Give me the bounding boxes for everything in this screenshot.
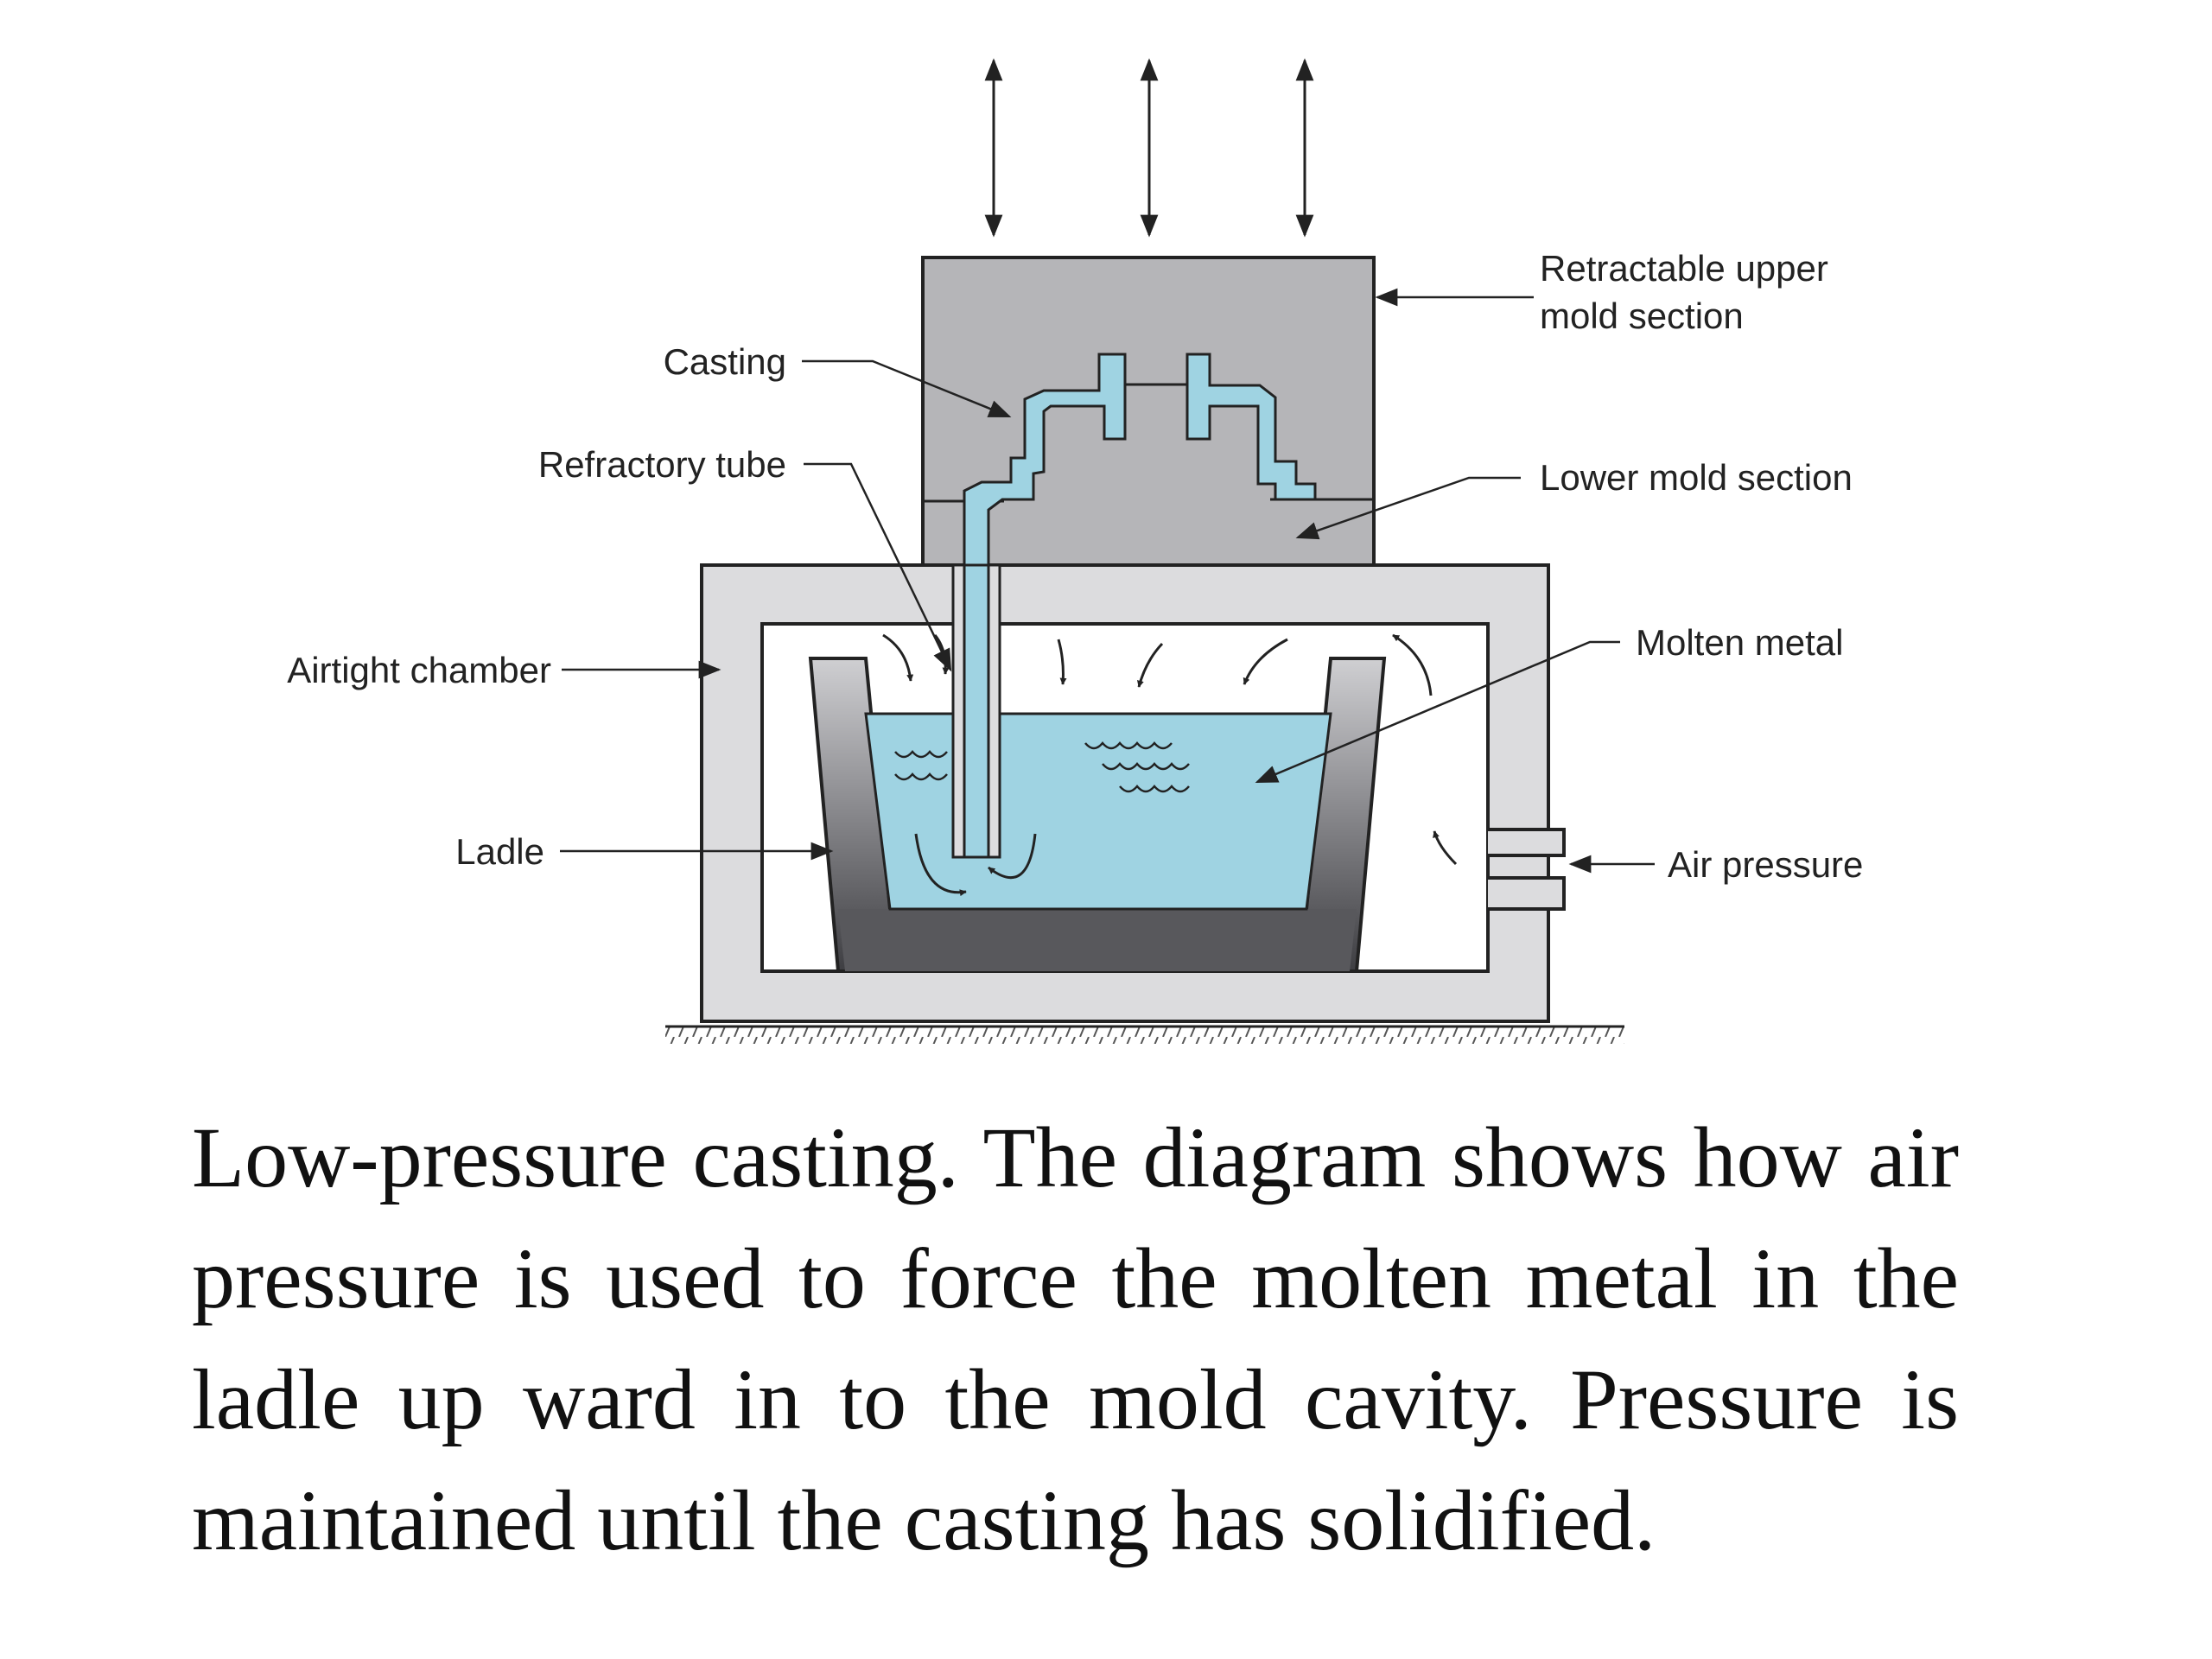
label-refractory-tube: Refractory tube [538, 444, 786, 485]
label-mold-section: mold section [1540, 296, 1744, 336]
label-airtight-chamber: Airtight chamber [287, 650, 551, 690]
metal-surface-ripples [894, 741, 1190, 793]
refractory-tube [951, 563, 1001, 859]
leader-lines [560, 288, 1655, 874]
lift-arrows [984, 58, 1314, 238]
label-molten-metal: Molten metal [1636, 622, 1843, 663]
air-flow-arrows [882, 633, 1433, 897]
air-pressure-inlet [1433, 828, 1566, 911]
mold [921, 256, 1376, 567]
ground [665, 1025, 1624, 1044]
diagram-labels: Retractable upper mold section Casting R… [287, 248, 1863, 885]
label-ladle: Ladle [455, 831, 544, 872]
molten-metal [864, 712, 1332, 911]
label-retractable-upper: Retractable upper [1540, 248, 1828, 289]
label-casting: Casting [664, 341, 786, 382]
casting [963, 353, 1317, 567]
label-lower-mold: Lower mold section [1540, 457, 1853, 498]
figure-caption: Low-pressure casting. The diagram shows … [192, 1109, 1959, 1568]
label-air-pressure: Air pressure [1668, 844, 1863, 885]
